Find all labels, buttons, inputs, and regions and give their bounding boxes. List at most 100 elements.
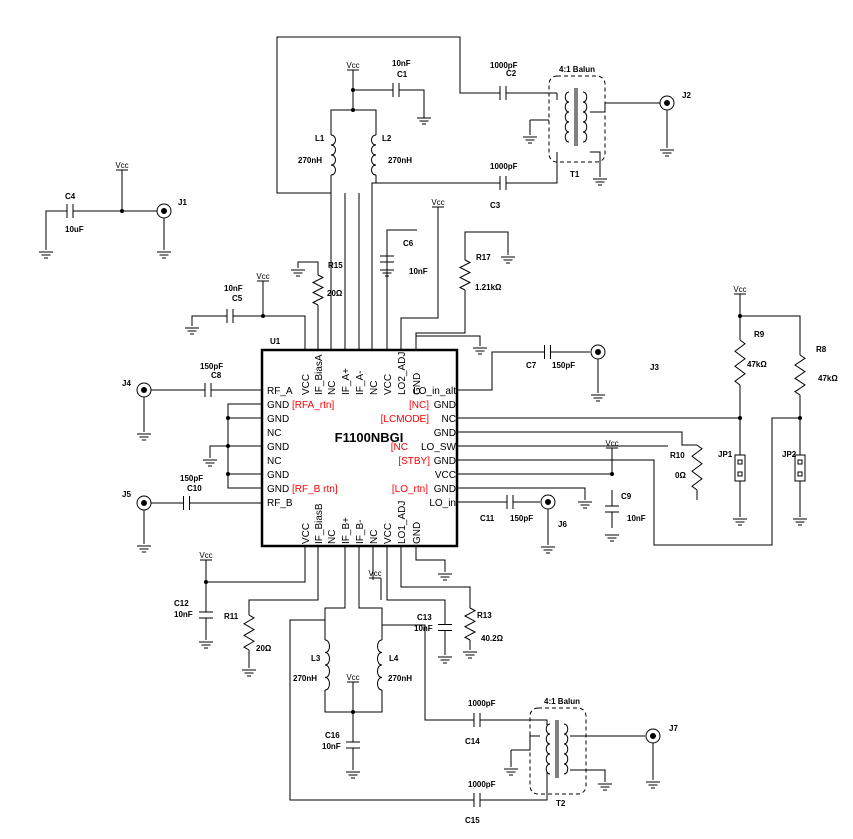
ic-pin-bottom: IF_B- xyxy=(355,520,366,544)
wire xyxy=(490,720,547,725)
ic-pin-left: GND xyxy=(267,442,289,453)
ic-pin-right: LO_in_alt xyxy=(413,386,456,397)
value-c3: 1000pF xyxy=(490,162,518,171)
ground-symbol xyxy=(291,270,305,276)
resistor-r15 xyxy=(313,275,323,305)
connector-j7 xyxy=(646,729,660,743)
connector-j1 xyxy=(157,204,171,218)
ic-pin-note-left: [RFA_rtn] xyxy=(292,400,334,411)
ic-pin-bottom: VCC xyxy=(383,523,394,544)
wire xyxy=(416,336,480,346)
junction xyxy=(351,88,355,92)
ref-c5: C5 xyxy=(232,294,243,303)
ref-c10: C10 xyxy=(187,484,202,493)
labels: F1100NBGIU1RF_AGNDGNDNCGNDNCGNDGNDRF_B[R… xyxy=(65,59,838,825)
inductor-l3 xyxy=(325,640,330,690)
ic-pin-bottom: GND xyxy=(412,522,423,544)
wires xyxy=(46,37,802,800)
ic-pin-right: GND xyxy=(434,456,456,467)
ic-pin-note-right: [LO_rtn] xyxy=(392,484,428,495)
ic-pin-left: GND xyxy=(267,400,289,411)
ref-c1: C1 xyxy=(397,70,408,79)
ic-part-name: F1100NBGI xyxy=(335,430,404,445)
ref-jp1: JP1 xyxy=(718,450,733,459)
junction xyxy=(204,580,208,584)
value-c4: 10uF xyxy=(65,225,84,234)
ground-symbol xyxy=(199,642,213,648)
wire xyxy=(457,432,697,445)
capacitor-c8 xyxy=(198,383,218,397)
ic-pin-note-right: [LCMODE] xyxy=(381,414,430,425)
ground-symbol xyxy=(463,652,477,658)
ground-symbol xyxy=(157,252,171,258)
ref-r13: R13 xyxy=(477,611,492,620)
wire xyxy=(457,352,535,390)
value-c10: 150pF xyxy=(180,474,203,483)
capacitor-c5 xyxy=(220,309,240,323)
junction xyxy=(120,209,124,213)
inductor-l4 xyxy=(378,640,383,690)
wire xyxy=(457,448,612,474)
ground-symbol xyxy=(473,348,487,354)
ic-pin-right: GND xyxy=(434,428,456,439)
wire xyxy=(359,546,382,640)
wire xyxy=(401,546,470,608)
ic-pin-left: GND xyxy=(267,414,289,425)
vcc-label: Vcc xyxy=(199,551,212,560)
junction xyxy=(738,416,742,420)
ref-r11: R11 xyxy=(224,612,239,621)
ic-pin-bottom: IF_BiasB xyxy=(314,503,325,544)
ground-symbol xyxy=(523,137,537,143)
ic-pin-bottom: NC xyxy=(369,530,380,544)
ic-pin-note-right: [NC] xyxy=(409,400,429,411)
capacitor-c1 xyxy=(387,83,405,97)
ground-symbol xyxy=(380,270,394,276)
ic-pin-top: NC xyxy=(369,381,380,395)
value-c15: 1000pF xyxy=(468,780,496,789)
junction xyxy=(351,108,355,112)
ground-symbol xyxy=(593,179,607,185)
ic-pin-top: IF_BiasA xyxy=(314,354,325,395)
capacitor-c13 xyxy=(438,615,452,640)
ic-pin-note-left: [RF_B rtn] xyxy=(292,484,338,495)
inductor-l1 xyxy=(331,135,336,175)
vcc-label: Vcc xyxy=(346,61,359,70)
ref-l3: L3 xyxy=(311,654,321,663)
resistor-r9 xyxy=(735,340,745,385)
junction xyxy=(226,416,230,420)
ic-pin-bottom: IF_B+ xyxy=(341,517,352,544)
value-r10: 0Ω xyxy=(675,471,686,480)
wire xyxy=(387,546,445,615)
value-c14: 1000pF xyxy=(468,699,496,708)
wire xyxy=(416,290,465,350)
ground-symbol xyxy=(793,519,807,525)
ref-l1: L1 xyxy=(315,134,325,143)
ground-symbol xyxy=(438,657,452,663)
ref-l2: L2 xyxy=(382,134,392,143)
ic-pin-bottom: NC xyxy=(327,530,338,544)
ground-symbol xyxy=(591,395,605,401)
ground-symbol xyxy=(578,502,592,508)
junction xyxy=(351,710,355,714)
ref-r8: R8 xyxy=(816,345,827,354)
junction xyxy=(610,472,614,476)
ic-pin-top: NC xyxy=(327,381,338,395)
capacitor-c9 xyxy=(605,490,619,528)
ref-l4: L4 xyxy=(389,654,399,663)
value-c5: 10nF xyxy=(224,284,243,293)
capacitor-c6 xyxy=(380,250,394,268)
resistor-r17 xyxy=(460,260,470,290)
value-c13: 10nF xyxy=(414,624,433,633)
capacitor-c3 xyxy=(490,176,516,190)
ground-symbol xyxy=(438,574,452,580)
vcc-label: Vcc xyxy=(431,198,444,207)
ref-r9: R9 xyxy=(754,330,765,339)
inductor-l2 xyxy=(372,135,377,175)
ic-pin-left: NC xyxy=(267,428,281,439)
ic-pin-left: NC xyxy=(267,456,281,467)
wire xyxy=(382,625,464,720)
wire xyxy=(401,207,438,350)
ground-symbol xyxy=(137,546,151,552)
jumper-jp1 xyxy=(735,455,745,481)
capacitor-c4 xyxy=(60,204,80,218)
